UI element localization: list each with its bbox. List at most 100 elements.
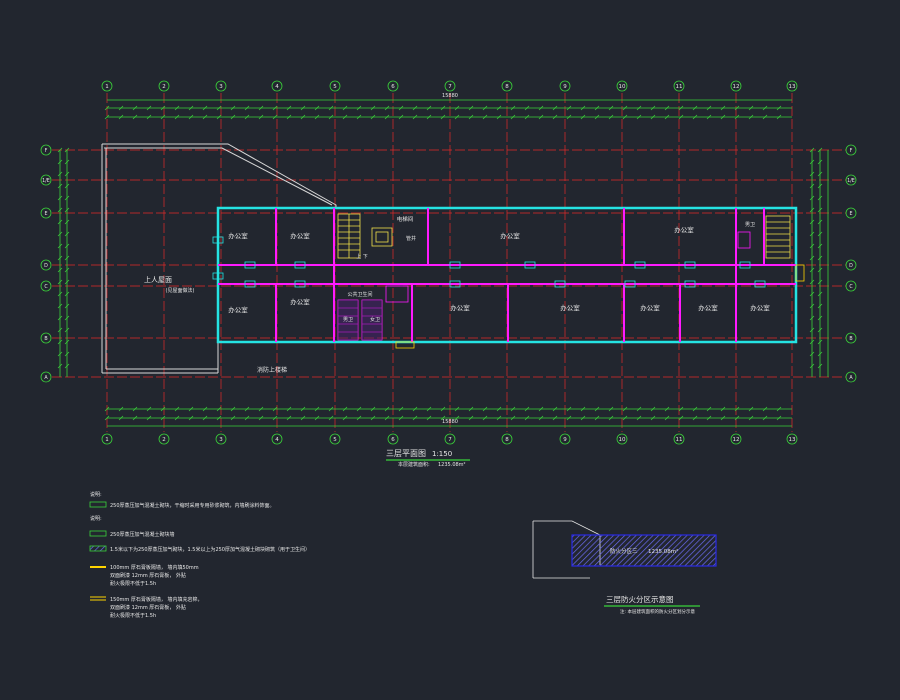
column-axis-bubble: 7 (444, 433, 456, 445)
dimension-tick (809, 267, 815, 273)
dimension-tick (817, 339, 823, 345)
dimension-tick (370, 114, 376, 120)
dimension-tick (440, 406, 446, 412)
dimension-tick (817, 255, 823, 261)
fire-stair-label: 消防上楼梯 (257, 366, 287, 374)
dimension-tick (817, 291, 823, 297)
column-axis-bubble: 4 (271, 433, 283, 445)
dimension-tick (809, 291, 815, 297)
dimension-tick (300, 105, 306, 111)
dimension-tick (748, 114, 754, 120)
room-shaft: 管井 (406, 235, 416, 242)
dimension-tick (496, 415, 502, 421)
dimension-tick (258, 415, 264, 421)
dimension-tick (426, 406, 432, 412)
dimension-tick (468, 415, 474, 421)
dimension-tick (817, 279, 823, 285)
column-axis-label: 11 (676, 84, 683, 90)
dimension-tick (622, 406, 628, 412)
dimension-tick (524, 415, 530, 421)
column-axis-bubble: 5 (329, 80, 341, 92)
column-axis-label: 11 (676, 437, 683, 443)
dimension-tick (57, 315, 63, 321)
column-axis-label: 8 (505, 84, 509, 90)
dimension-tick (809, 183, 815, 189)
dimension-tick (57, 339, 63, 345)
row-axis-bubble: E (845, 207, 857, 219)
row-axis-bubble: F (845, 144, 857, 156)
area-label: 本层建筑面积: (398, 461, 430, 468)
dimension-tick (454, 105, 460, 111)
row-axis-bubble: F (40, 144, 52, 156)
row-axis-bubble: C (40, 280, 52, 292)
dimension-tick (104, 406, 110, 412)
row-axis-bubble: D (40, 259, 52, 271)
legend-item-4-l1: 100mm 厚石膏板隔墙， 墙内填50mm (110, 564, 199, 571)
dimension-tick (706, 406, 712, 412)
column-axis-label: 5 (333, 84, 337, 90)
dimension-tick (776, 105, 782, 111)
dimension-tick (636, 415, 642, 421)
dimension-tick (580, 415, 586, 421)
column-axis-label: 13 (789, 84, 796, 90)
dimension-tick (398, 105, 404, 111)
dimension-tick (160, 415, 166, 421)
dimension-tick (384, 415, 390, 421)
row-axis-bubble: D (845, 259, 857, 271)
dimension-tick (342, 114, 348, 120)
column-axis-label: 4 (275, 84, 279, 90)
dimension-tick (817, 363, 823, 369)
dimension-tick (636, 114, 642, 120)
dimension-tick (538, 114, 544, 120)
dimension-tick (776, 415, 782, 421)
dimension-tick (57, 243, 63, 249)
core-fill (338, 300, 382, 340)
dimension-tick (440, 105, 446, 111)
legend-heading-2: 说明: (90, 515, 102, 522)
dimension-tick (566, 114, 572, 120)
dimension-tick (328, 114, 334, 120)
dimension-tick (64, 243, 70, 249)
dimension-tick (664, 406, 670, 412)
dimension-tick (57, 279, 63, 285)
dimension-tick (608, 114, 614, 120)
dimension-tick (692, 105, 698, 111)
legend-item-4-l3: 耐火极限不低于1.5h (110, 580, 156, 587)
dimension-tick (594, 406, 600, 412)
dimension-tick (230, 415, 236, 421)
dimension-tick (64, 159, 70, 165)
dimension-tick (809, 255, 815, 261)
dimension-tick (412, 114, 418, 120)
dimension-tick (216, 114, 222, 120)
dimension-tick (594, 114, 600, 120)
dimension-tick (440, 114, 446, 120)
dimension-tick (762, 114, 768, 120)
dimension-tick (734, 415, 740, 421)
dimension-tick (817, 303, 823, 309)
dimension-tick (510, 406, 516, 412)
row-axis-bubble: A (40, 371, 52, 383)
dimension-tick (454, 406, 460, 412)
row-axis-label: A (44, 375, 48, 381)
dimension-tick (594, 105, 600, 111)
row-axis-label: C (849, 284, 853, 290)
column-axis-label: 9 (563, 437, 567, 443)
dimension-tick (64, 351, 70, 357)
column-axis-bubble: 10 (616, 433, 628, 445)
dimension-tick (636, 406, 642, 412)
dimension-tick (706, 114, 712, 120)
dimension-tick (272, 406, 278, 412)
dimension-tick (146, 114, 152, 120)
roof-note: (见屋面做法) (166, 287, 195, 294)
dimension-tick (118, 406, 124, 412)
dimension-tick (608, 406, 614, 412)
column-axis-bubble: 9 (559, 80, 571, 92)
room-office-9: 办公室 (640, 303, 660, 312)
row-axis-label: C (44, 284, 48, 290)
dimension-tick (762, 415, 768, 421)
dimension-tick (146, 105, 152, 111)
dimension-tick (650, 105, 656, 111)
row-axis-bubble: B (845, 332, 857, 344)
dimension-tick (202, 105, 208, 111)
